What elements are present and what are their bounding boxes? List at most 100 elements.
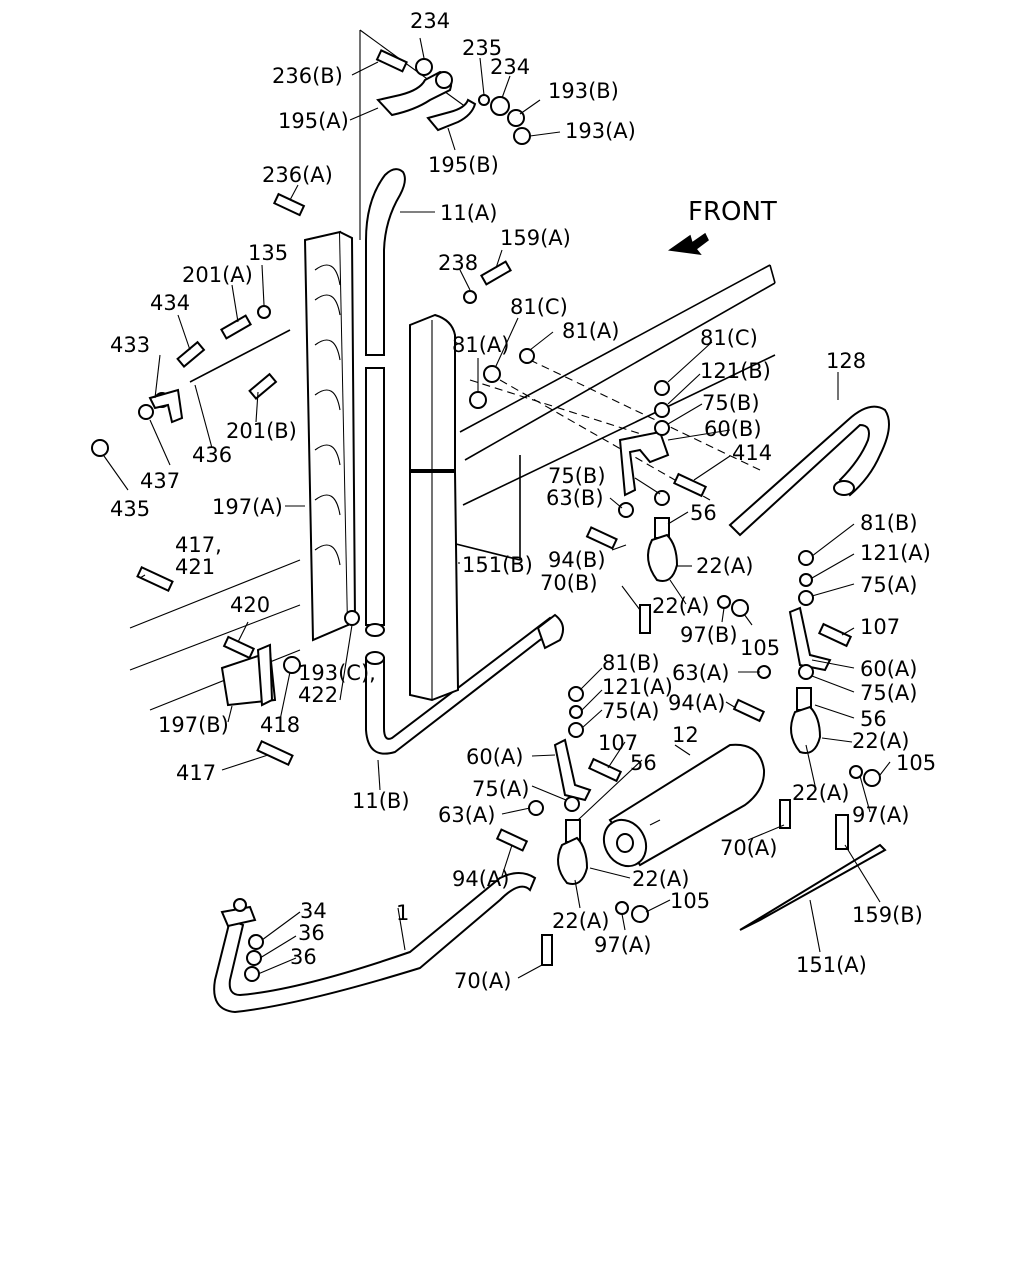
part-label: 195(A) [278, 109, 349, 133]
hanger-60a-right [788, 606, 832, 672]
hanger-60b [618, 430, 670, 497]
hanger-60a-left [553, 738, 592, 802]
part-label: 81(B) [602, 651, 660, 675]
part-label: 70(A) [454, 969, 511, 993]
part-label: 135 [248, 241, 288, 265]
part-label: 75(B) [548, 464, 606, 488]
part-label: 195(B) [428, 153, 499, 177]
part-label: 94(B) [548, 548, 606, 572]
part-label: 105 [896, 751, 936, 775]
bracket-197b [220, 643, 277, 707]
part-label: 414 [732, 441, 772, 465]
part-label: 34 [300, 899, 327, 923]
part-label: 236(A) [262, 163, 333, 187]
bracket-197a [303, 230, 357, 642]
part-label: 75(A) [602, 699, 659, 723]
part-label: 105 [740, 636, 780, 660]
part-label: 63(A) [672, 661, 729, 685]
part-label: 121(A) [860, 541, 931, 565]
part-label: 236(B) [272, 64, 343, 88]
part-label: 197(B) [158, 713, 229, 737]
part-label: 56 [630, 751, 657, 775]
part-label: 436 [192, 443, 232, 467]
part-label: 36 [290, 945, 317, 969]
tail-pipe-upper [365, 168, 406, 637]
part-label: 435 [110, 497, 150, 521]
clamp-195 [376, 70, 477, 132]
part-label: 107 [860, 615, 900, 639]
part-label: 193(B) [548, 79, 619, 103]
muffler-12 [602, 743, 766, 868]
part-label: 22(A) [652, 594, 709, 618]
part-label: 121(B) [700, 359, 771, 383]
part-label: 56 [690, 501, 717, 525]
part-label: 433 [110, 333, 150, 357]
part-label: 159(B) [852, 903, 923, 927]
part-label: 11(A) [440, 201, 497, 225]
part-label: 121(A) [602, 675, 673, 699]
part-label: 159(A) [500, 226, 571, 250]
part-label: 97(B) [680, 623, 738, 647]
part-label: 22(A) [852, 729, 909, 753]
part-labels: FRONT 234236(B)235234193(B)195(A)193(A)1… [110, 9, 936, 993]
part-label: 197(A) [212, 495, 283, 519]
part-label: 75(A) [860, 573, 917, 597]
part-label: 22(A) [552, 909, 609, 933]
part-label: 60(A) [466, 745, 523, 769]
part-label: 201(A) [182, 263, 253, 287]
pipe-128 [728, 405, 890, 537]
part-label: 97(A) [852, 803, 909, 827]
part-label: 235 [462, 36, 502, 60]
clamp-set-lower [557, 819, 589, 885]
heat-shield-151b [409, 313, 460, 702]
part-label: 105 [670, 889, 710, 913]
part-label: 94(A) [452, 867, 509, 891]
part-label: 201(B) [226, 419, 297, 443]
part-label: 193(C),422 [298, 661, 376, 707]
front-label: FRONT [688, 197, 777, 227]
part-label: 22(A) [696, 554, 753, 578]
part-label: 81(A) [562, 319, 619, 343]
part-label: 97(A) [594, 933, 651, 957]
part-label: 75(A) [472, 777, 529, 801]
part-label: 56 [860, 707, 887, 731]
part-label: 434 [150, 291, 190, 315]
part-label: 234 [490, 55, 530, 79]
part-label: 238 [438, 251, 478, 275]
clamp-set-upper [647, 517, 679, 582]
clamp-set-right [790, 687, 822, 754]
part-label: 234 [410, 9, 450, 33]
part-label: 36 [298, 921, 325, 945]
part-label: 151(A) [796, 953, 867, 977]
part-label: 60(B) [704, 417, 762, 441]
part-label: 81(C) [510, 295, 568, 319]
part-label: 193(A) [565, 119, 636, 143]
part-label: 70(B) [540, 571, 598, 595]
part-label: 75(A) [860, 681, 917, 705]
part-label: 12 [672, 723, 699, 747]
part-label: 63(A) [438, 803, 495, 827]
part-label: 70(A) [720, 836, 777, 860]
part-label: 60(A) [860, 657, 917, 681]
part-label: 1 [396, 901, 409, 925]
part-label: 75(B) [702, 391, 760, 415]
part-label: 81(A) [452, 333, 509, 357]
part-label: 107 [598, 731, 638, 755]
part-label: 417 [176, 761, 216, 785]
part-label: 437 [140, 469, 180, 493]
part-label: 151(B) [462, 553, 533, 577]
part-label: 22(A) [792, 781, 849, 805]
part-label: 81(C) [700, 326, 758, 350]
heat-shield-151a [739, 843, 887, 931]
leader-lines [103, 37, 891, 979]
part-label: 81(B) [860, 511, 918, 535]
part-label: 11(B) [352, 789, 410, 813]
part-label: 418 [260, 713, 300, 737]
part-label: 420 [230, 593, 270, 617]
exhaust-pipe-1 [213, 872, 537, 1014]
part-label: 128 [826, 349, 866, 373]
front-arrow-icon [667, 232, 709, 255]
tail-pipe-lower [365, 613, 565, 755]
part-label: 22(A) [632, 867, 689, 891]
